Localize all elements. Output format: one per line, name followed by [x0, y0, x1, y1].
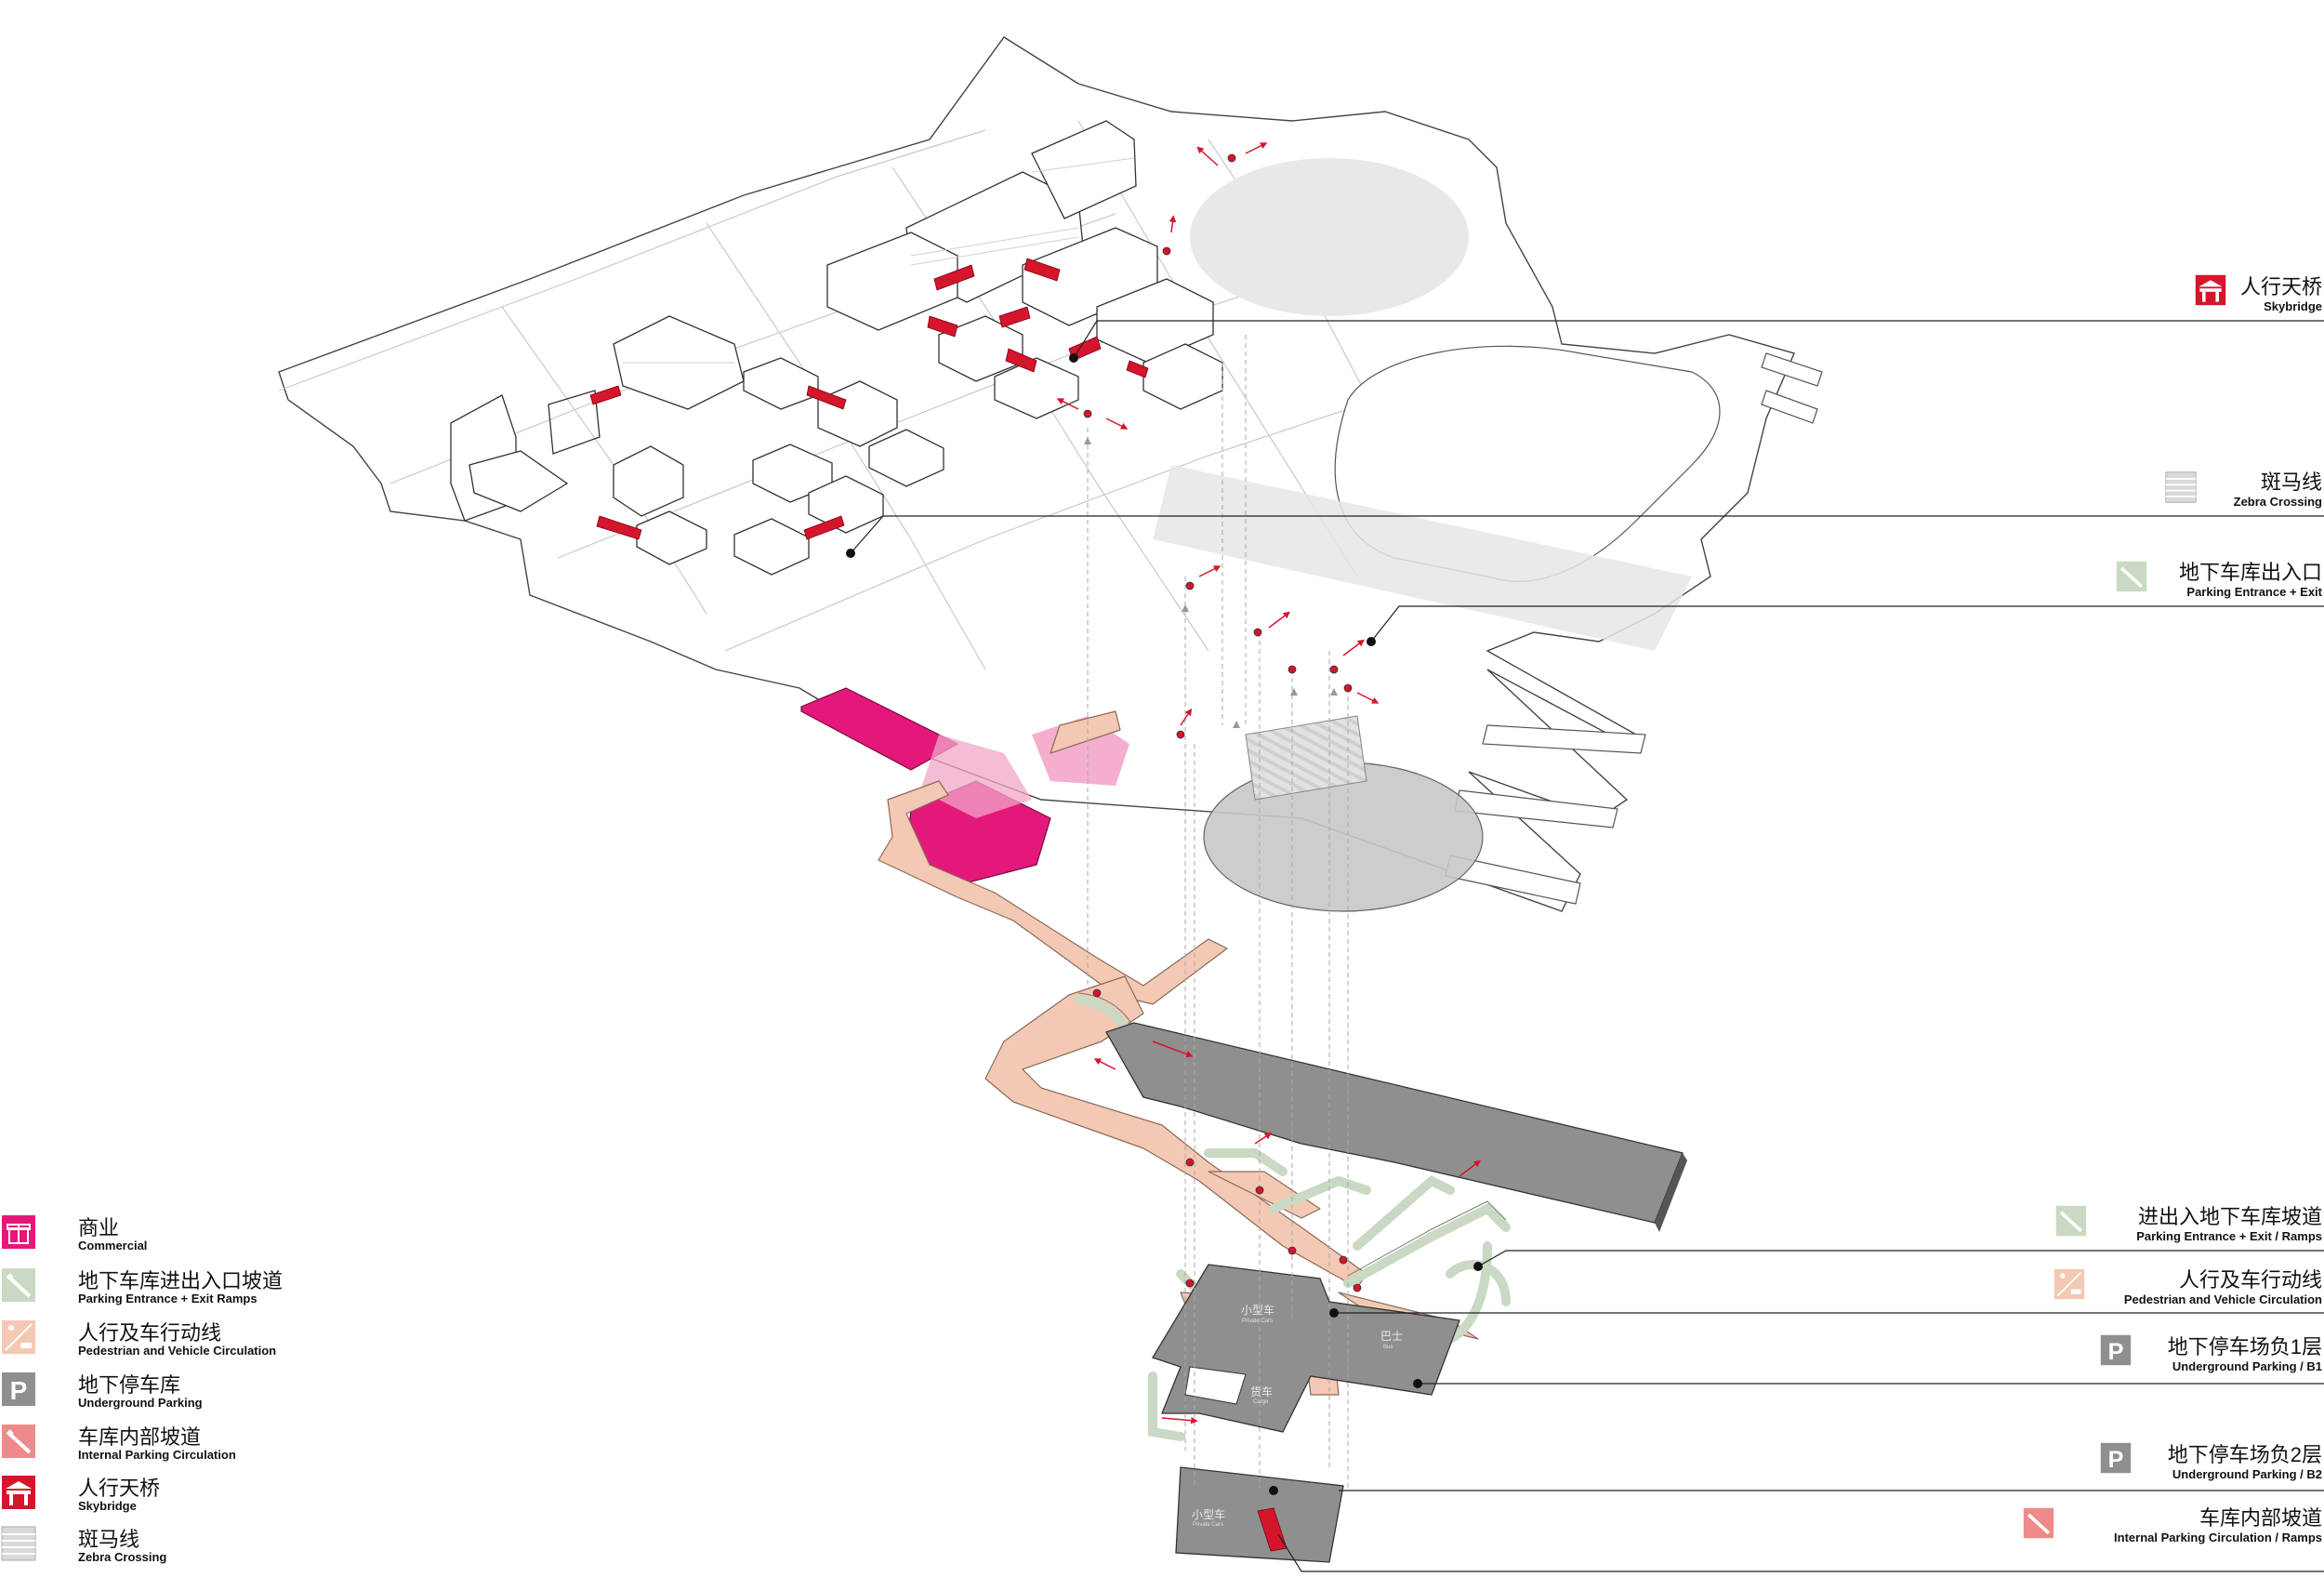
legend-label-en: Internal Parking Circulation: [78, 1448, 236, 1462]
b1-bus-label: 巴士: [1380, 1330, 1404, 1343]
projection-lines: [1087, 335, 1349, 1488]
legend-label-en: Zebra Crossing: [78, 1550, 167, 1564]
callout-internal: 车库内部坡道 Internal Parking Circulation / Ra…: [2114, 1506, 2322, 1545]
b1-private-cars-label: 小型车: [1241, 1304, 1275, 1317]
callout-label-en: Parking Entrance + Exit / Ramps: [2136, 1229, 2322, 1243]
callout-label-zh: 地下车库出入口: [2178, 561, 2322, 584]
parking-b1: [1152, 1264, 1460, 1433]
svg-text:P: P: [2108, 1339, 2124, 1365]
parking-icon: P: [2100, 1334, 2132, 1366]
parking-icon: P: [2100, 1442, 2132, 1474]
legend-item-zebra: 斑马线 Zebra Crossing: [0, 1525, 390, 1575]
internal-ramp-icon: [2023, 1507, 2054, 1539]
legend-label-zh: 地下车库进出入口坡道: [78, 1269, 284, 1292]
b1-private-cars-sublabel: Private Cars: [1242, 1319, 1274, 1324]
callout-label-zh: 人行天桥: [2239, 275, 2322, 298]
callout-label-zh: 地下停车场负1层: [2167, 1335, 2322, 1358]
legend-label-en: Parking Entrance + Exit Ramps: [78, 1292, 257, 1305]
callout-label-zh: 进出入地下车库坡道: [2137, 1205, 2322, 1228]
parking-icon: P: [2, 1372, 35, 1406]
entry-exit-markers: [1056, 142, 1481, 1425]
callout-label-zh: 斑马线: [2260, 470, 2322, 494]
svg-text:P: P: [10, 1376, 28, 1405]
legend-label-en: Pedestrian and Vehicle Circulation: [78, 1344, 277, 1358]
north-plaza: [1190, 158, 1469, 316]
callout-label-en: Skybridge: [2264, 299, 2322, 313]
parking-slab-upper: [1105, 1022, 1684, 1224]
zebra-band: [1153, 465, 1692, 651]
b1-bus-sublabel: Bus: [1383, 1345, 1393, 1350]
piers: [1445, 352, 1823, 905]
legend-label-en: Skybridge: [78, 1499, 137, 1513]
callout-ramps: 进出入地下车库坡道 Parking Entrance + Exit / Ramp…: [2136, 1205, 2322, 1244]
callout-skybridge: 人行天桥 Skybridge: [2240, 275, 2322, 314]
pedestrian-car-icon: [2053, 1268, 2085, 1300]
callout-label-en: Underground Parking / B2: [2172, 1467, 2322, 1481]
callout-label-en: Pedestrian and Vehicle Circulation: [2123, 1292, 2322, 1306]
ramp-icon: [2055, 1205, 2087, 1237]
callout-label-en: Parking Entrance + Exit: [2186, 585, 2322, 599]
legend-label-zh: 人行及车行动线: [78, 1321, 222, 1345]
callout-label-zh: 地下停车场负2层: [2167, 1443, 2322, 1466]
callout-label-en: Underground Parking / B1: [2172, 1359, 2322, 1373]
callout-zebra: 斑马线 Zebra Crossing: [2234, 470, 2322, 510]
legend-label-zh: 商业: [78, 1216, 120, 1239]
callout-label-en: Zebra Crossing: [2233, 495, 2322, 509]
legend-label-zh: 车库内部坡道: [78, 1425, 202, 1449]
callout-b1: 地下停车场负1层 Underground Parking / B1: [2168, 1335, 2322, 1374]
skybridges: [589, 258, 1149, 540]
legend-item-internal-ramps: 车库内部坡道 Internal Parking Circulation: [0, 1423, 390, 1473]
b1-cargo-sublabel: Cargo: [1253, 1399, 1269, 1405]
legend-item-entrance-ramps: 地下车库进出入口坡道 Parking Entrance + Exit Ramps: [0, 1266, 390, 1317]
callout-label-en: Internal Parking Circulation / Ramps: [2114, 1531, 2322, 1544]
ramp-icon: [2, 1268, 35, 1302]
legend-label-en: Commercial: [78, 1239, 148, 1252]
legend-item-skybridge: 人行天桥 Skybridge: [0, 1474, 390, 1524]
callout-parking-entrance: 地下车库出入口 Parking Entrance + Exit: [2179, 561, 2322, 600]
b2-private-cars-sublabel: Private Cars: [1193, 1522, 1224, 1528]
svg-text:P: P: [2108, 1447, 2124, 1473]
skybridge-icon: [2195, 274, 2226, 306]
skybridge-icon: [2, 1476, 35, 1509]
callout-circulation: 人行及车行动线 Pedestrian and Vehicle Circulati…: [2124, 1268, 2322, 1307]
legend-item-underground-parking: P 地下停车库 Underground Parking: [0, 1371, 390, 1421]
zebra-crossing-stripes: [1245, 715, 1367, 801]
buildings: [450, 120, 1223, 576]
legend-item-commercial: 商业 Commercial: [0, 1213, 390, 1264]
legend-label-zh: 地下停车库: [78, 1373, 181, 1397]
gift-icon: [2, 1215, 35, 1249]
zebra-icon: [2165, 471, 2197, 503]
legend-label-en: Underground Parking: [78, 1396, 203, 1410]
zebra-icon: [1, 1526, 36, 1561]
legend-label-zh: 斑马线: [78, 1528, 140, 1551]
b1-cargo-label: 货车: [1250, 1385, 1274, 1398]
legend-label-zh: 人行天桥: [78, 1477, 161, 1500]
ramp-icon: [2116, 561, 2147, 592]
callout-label-zh: 车库内部坡道: [2199, 1506, 2322, 1530]
callout-leaders: [850, 320, 2324, 1572]
callout-b2: 地下停车场负2层 Underground Parking / B2: [2168, 1443, 2322, 1482]
legend-item-circulation: 人行及车行动线 Pedestrian and Vehicle Circulati…: [0, 1319, 390, 1369]
site-ground-plane: [278, 36, 1823, 912]
underground-parking: [1105, 1022, 1687, 1563]
callout-label-zh: 人行及车行动线: [2178, 1268, 2322, 1292]
b2-private-cars-label: 小型车: [1192, 1508, 1226, 1521]
pedestrian-car-icon: [2, 1320, 35, 1354]
internal-ramp-icon: [2, 1425, 35, 1458]
